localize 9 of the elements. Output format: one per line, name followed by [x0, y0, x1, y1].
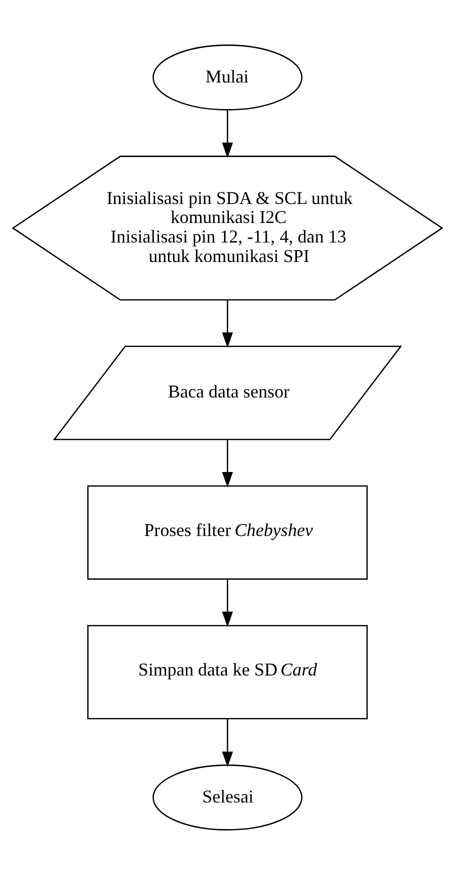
- arrow: [222, 438, 233, 488]
- arrow: [222, 109, 233, 158]
- arrow: [222, 300, 233, 348]
- node-ellipse: Mulai: [152, 44, 302, 110]
- node-box: Simpan data ke SD Card: [87, 624, 368, 719]
- arrow: [222, 578, 233, 627]
- arrow: [222, 718, 233, 767]
- node-box: Proses filter Chebyshev: [87, 484, 368, 580]
- node-ellipse: Selesai: [152, 764, 302, 830]
